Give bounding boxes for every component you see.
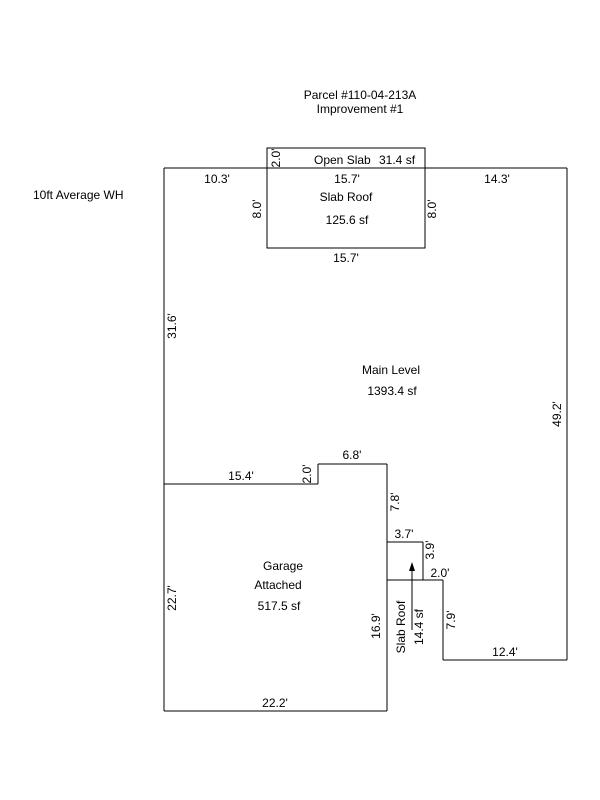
dim-step2-depth: 7.9' (444, 611, 458, 630)
main-level-area: 1393.4 sf (367, 384, 417, 398)
dim-step2-width: 2.0' (431, 566, 450, 580)
dim-step-depth: 3.9' (423, 541, 437, 560)
dim-top-right: 14.3' (484, 172, 510, 186)
dim-slab-right: 8.0' (425, 200, 439, 219)
dim-left-upper: 31.6' (165, 313, 179, 339)
dim-notch-top: 6.8' (343, 448, 362, 462)
slab-roof-arrow (409, 562, 415, 630)
dim-top-left: 10.3' (204, 172, 230, 186)
dim-notch-right: 7.8' (388, 493, 402, 512)
garage-name-line2: Attached (254, 578, 301, 592)
dim-garage-right: 16.9' (369, 613, 383, 639)
wall-height-note: 10ft Average WH (33, 188, 124, 202)
slab-roof-name: Slab Roof (320, 190, 373, 204)
building-outline (163, 147, 568, 712)
dim-garage-bottom: 22.2' (262, 696, 288, 710)
dim-slab-left: 8.0' (250, 200, 264, 219)
dim-slab-bottom: 15.7' (333, 251, 359, 265)
dim-right-side: 49.2' (550, 401, 564, 427)
garage-name-line1: Garage (263, 559, 303, 573)
dim-garage-top: 15.4' (228, 469, 254, 483)
slab-roof-box (266, 147, 426, 249)
improvement-number: Improvement #1 (317, 102, 404, 116)
dim-slab-top: 15.7' (334, 172, 360, 186)
arrow-head-icon (409, 562, 415, 571)
garage-area: 517.5 sf (258, 599, 301, 613)
dim-step-width: 3.7' (395, 527, 414, 541)
small-slab-roof-name: Slab Roof (394, 600, 408, 653)
dim-garage-left: 22.7' (165, 585, 179, 611)
dim-notch-step: 2.0' (300, 465, 314, 484)
dim-open-slab-depth: 2.0' (269, 149, 283, 168)
main-level-name: Main Level (362, 363, 420, 377)
parcel-number: Parcel #110-04-213A (304, 88, 417, 102)
open-slab-name: Open Slab (314, 153, 371, 167)
open-slab-area: 31.4 sf (379, 153, 416, 167)
dim-bottom-right: 12.4' (492, 645, 518, 659)
slab-roof-area: 125.6 sf (326, 213, 369, 227)
small-slab-roof-area: 14.4 sf (412, 608, 426, 645)
